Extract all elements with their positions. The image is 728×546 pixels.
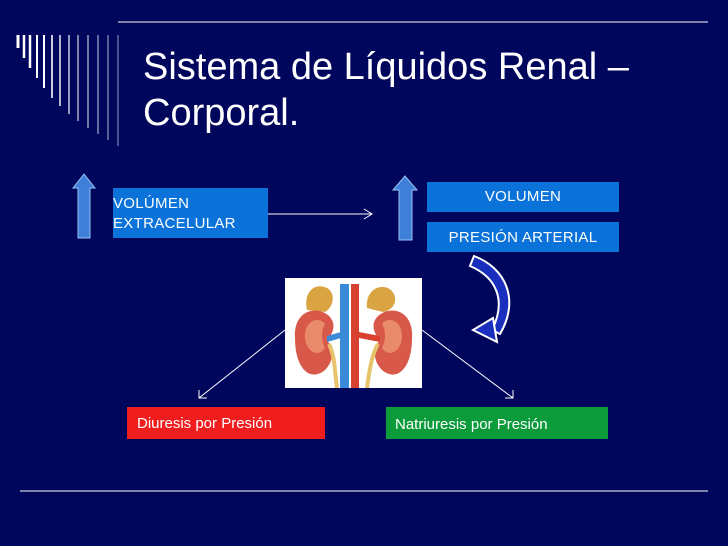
up-arrow-icon <box>71 173 97 239</box>
kidneys-icon <box>294 284 413 389</box>
connector-arrow-right <box>268 208 373 220</box>
box-volumen: VOLUMEN <box>427 182 619 212</box>
kidney-image <box>285 278 422 389</box>
box-volumen-extracelular: VOLÚMEN EXTRACELULAR <box>113 188 268 238</box>
connector-arrow-down-left <box>198 329 286 399</box>
vertical-stripes <box>16 35 119 146</box>
connector-arrow-down-right <box>421 329 514 399</box>
up-arrow-icon <box>391 175 419 241</box>
slide-title: Sistema de Líquidos Renal – Corporal. <box>143 46 629 134</box>
box-diuresis-por-presion: Diuresis por Presión <box>127 407 325 439</box>
curved-arrow-icon <box>468 254 511 344</box>
box-presion-arterial: PRESIÓN ARTERIAL <box>427 222 619 252</box>
box-natriuresis-por-presion: Natriuresis por Presión <box>386 407 608 439</box>
